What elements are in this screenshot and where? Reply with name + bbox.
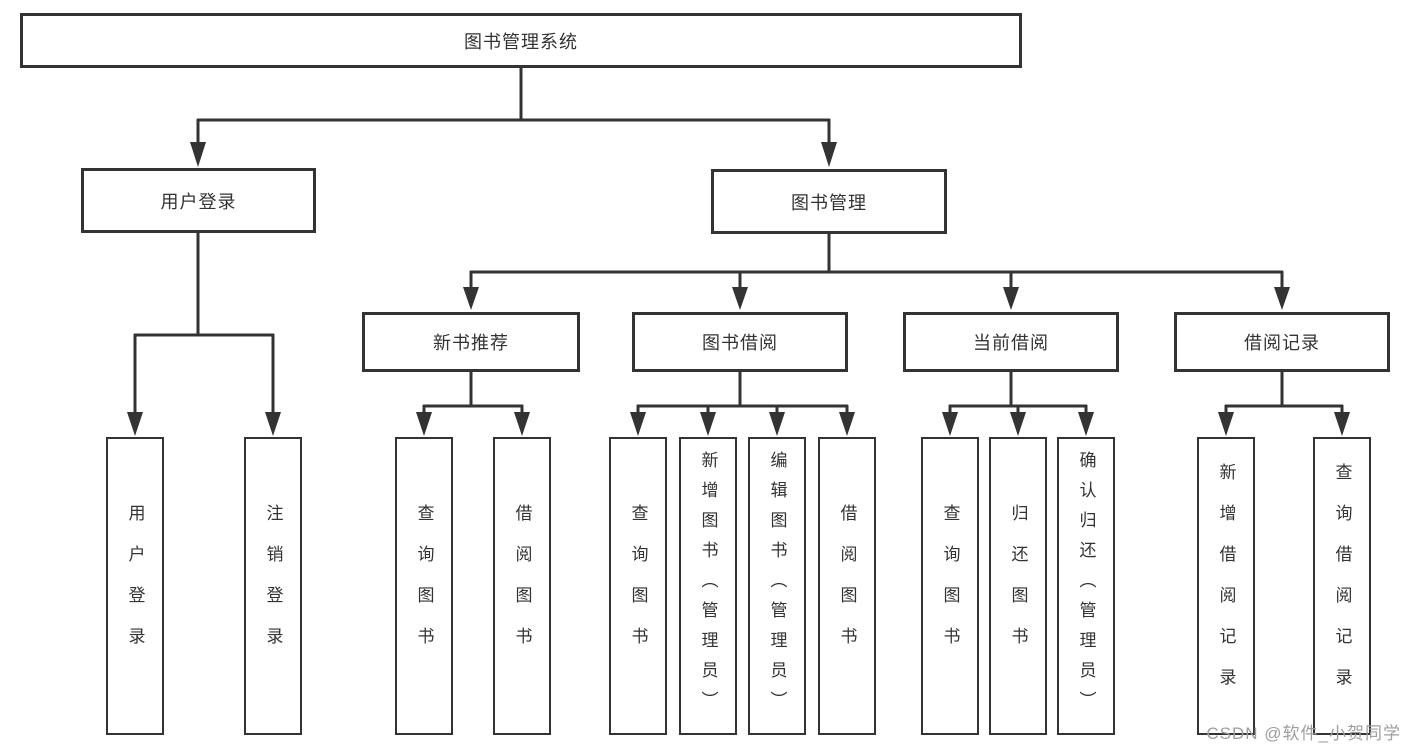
node-label: 当前借阅 [973,333,1049,353]
node-label: 新增图书（管理员） [698,451,718,721]
node-borrow-books: 借阅图书 [818,437,876,735]
node-label: 查询借阅记录 [1332,463,1352,709]
node-search-books-current: 查询图书 [921,437,979,735]
node-book-borrowing: 图书借阅 [632,312,848,372]
node-confirm-return-admin: 确认归还（管理员） [1057,437,1115,735]
node-edit-books-admin: 编辑图书（管理员） [748,437,806,735]
node-label: 编辑图书（管理员） [767,451,787,721]
node-label: 归还图书 [1008,504,1028,668]
node-return-books: 归还图书 [989,437,1047,735]
node-new-book-recommendation: 新书推荐 [362,312,580,372]
node-label: 借阅图书 [512,504,532,668]
node-label: 图书借阅 [702,333,778,353]
csdn-watermark: CSDN @软件_小贺同学 [1206,724,1401,743]
node-borrow-books-recommend: 借阅图书 [493,437,551,735]
node-label: 查询图书 [414,504,434,668]
node-label: 借阅记录 [1244,333,1320,353]
node-search-books-borrow: 查询图书 [609,437,667,735]
node-search-borrow-record: 查询借阅记录 [1313,437,1371,735]
node-label: 图书管理 [791,192,867,213]
node-logout-leaf: 注销登录 [244,437,302,735]
node-user-login-leaf: 用户登录 [106,437,164,735]
node-current-borrowing: 当前借阅 [903,312,1119,372]
node-label: 注销登录 [263,504,283,668]
node-borrowing-records: 借阅记录 [1174,312,1390,372]
node-label: 用户登录 [160,191,237,212]
node-user-login: 用户登录 [81,168,316,233]
node-label: 新书推荐 [433,333,509,353]
arrowheads [127,142,1350,436]
node-search-books-recommend: 查询图书 [395,437,453,735]
node-label: 图书管理系统 [464,31,578,52]
node-add-borrow-record: 新增借阅记录 [1197,437,1255,735]
node-add-books-admin: 新增图书（管理员） [679,437,737,735]
node-label: 新增借阅记录 [1216,463,1236,709]
node-label: 用户登录 [125,504,145,668]
node-library-management-system: 图书管理系统 [20,13,1022,68]
node-label: 查询图书 [940,504,960,668]
node-book-management: 图书管理 [711,169,947,234]
node-label: 借阅图书 [837,504,857,668]
node-label: 确认归还（管理员） [1076,451,1096,721]
node-label: 查询图书 [628,504,648,668]
